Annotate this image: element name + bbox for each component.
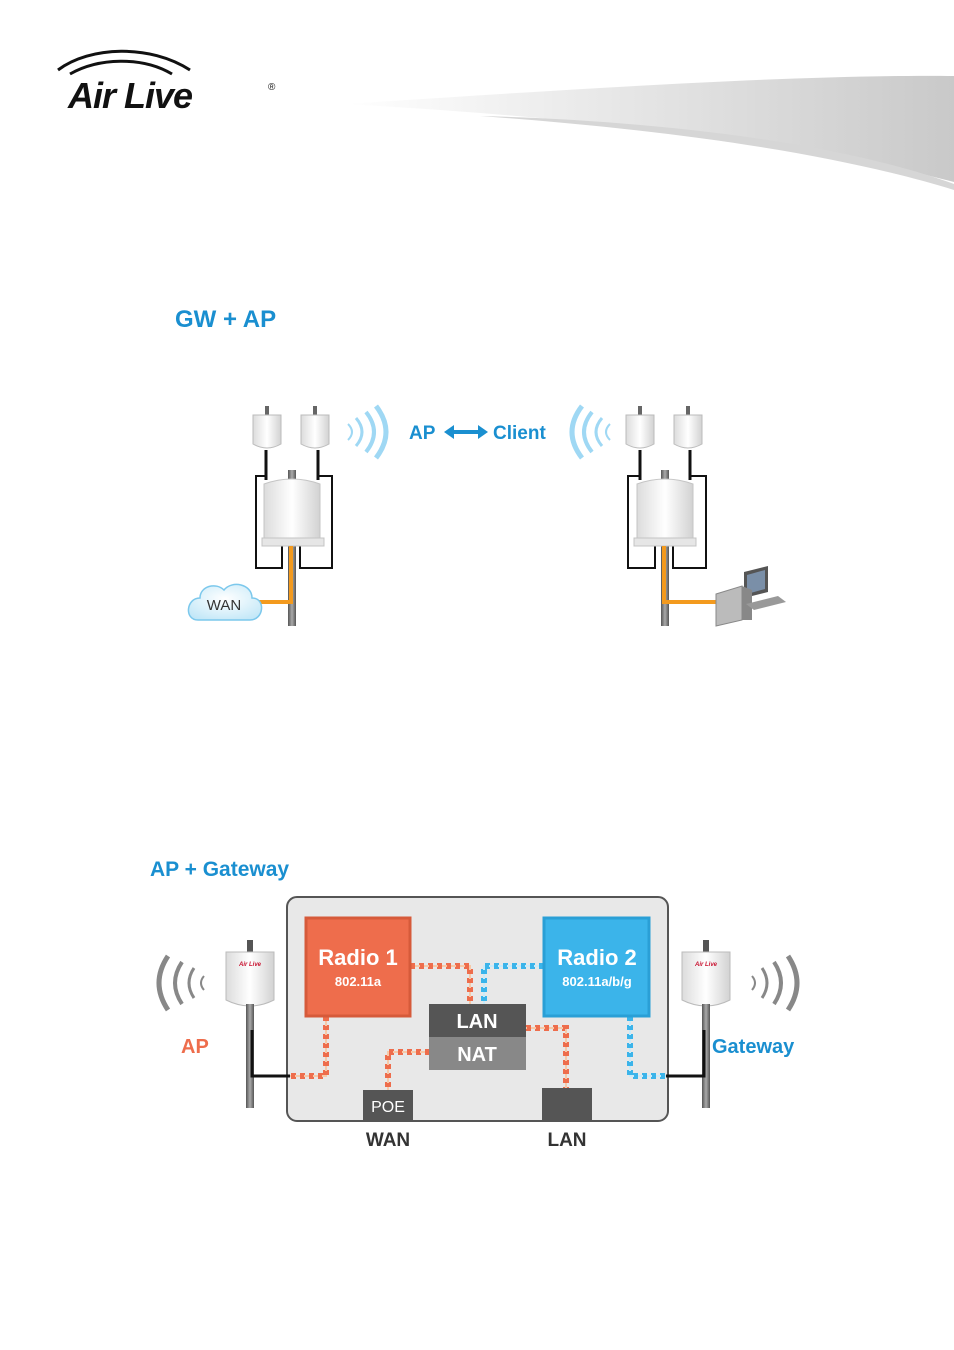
right-gw-brand: Air Live — [694, 962, 718, 968]
section2-title: AP + Gateway — [150, 858, 289, 881]
right-orange-cable — [664, 546, 716, 602]
right-antenna-1 — [626, 415, 654, 448]
right-gateway-waves-icon — [752, 956, 797, 1010]
registered-mark: ® — [268, 82, 276, 93]
left-station: WAN — [188, 406, 332, 626]
left-antenna-2 — [301, 415, 329, 448]
right-gw-antenna — [682, 952, 730, 1006]
left-antenna-1 — [253, 415, 281, 448]
airlive-logo: Air Live ® — [58, 51, 276, 116]
double-arrow-icon — [444, 425, 488, 439]
left-ap-brand: Air Live — [238, 962, 262, 968]
right-station — [626, 406, 786, 626]
wan-cloud-label: WAN — [207, 597, 241, 614]
link-left-label: AP — [409, 423, 436, 444]
left-outdoor-unit — [264, 479, 320, 544]
header: Air Live ® — [58, 51, 954, 190]
right-unit-base — [634, 538, 696, 546]
nat-block-label: NAT — [457, 1044, 497, 1066]
radio1-title: Radio 1 — [318, 945, 397, 970]
ap-gateway-diagram: Air Live AP Air Live Gateway — [159, 897, 797, 1151]
left-signal-waves-icon — [348, 406, 386, 458]
lan-label: LAN — [547, 1130, 586, 1151]
left-external-cable — [252, 1030, 290, 1076]
poe-port-label: POE — [371, 1099, 405, 1116]
link-right-label: Client — [493, 423, 546, 444]
radio2-title: Radio 2 — [557, 945, 636, 970]
right-antenna-2 — [674, 415, 702, 448]
radio2-standard: 802.11a/b/g — [562, 974, 631, 989]
gw-ap-diagram: WAN AP Client — [188, 406, 786, 626]
left-unit-base — [262, 538, 324, 546]
right-outdoor-unit — [637, 479, 693, 544]
radio1-standard: 802.11a — [335, 974, 382, 989]
left-ap-unit: Air Live — [226, 940, 274, 1108]
lan-port — [542, 1088, 592, 1121]
lan-block-label: LAN — [456, 1011, 497, 1033]
logo-text: Air Live — [67, 75, 193, 116]
ap-label: AP — [181, 1036, 209, 1058]
wan-label: WAN — [366, 1130, 410, 1151]
computer-icon — [716, 566, 786, 626]
right-signal-waves-icon — [572, 406, 610, 458]
left-ap-antenna — [226, 952, 274, 1006]
right-external-cable — [666, 1030, 704, 1076]
logo-arc-inner — [70, 61, 172, 74]
section1-title: GW + AP — [175, 306, 276, 333]
left-ap-waves-icon — [159, 956, 204, 1010]
right-gateway-unit: Air Live — [682, 940, 730, 1108]
gateway-label: Gateway — [712, 1036, 795, 1058]
